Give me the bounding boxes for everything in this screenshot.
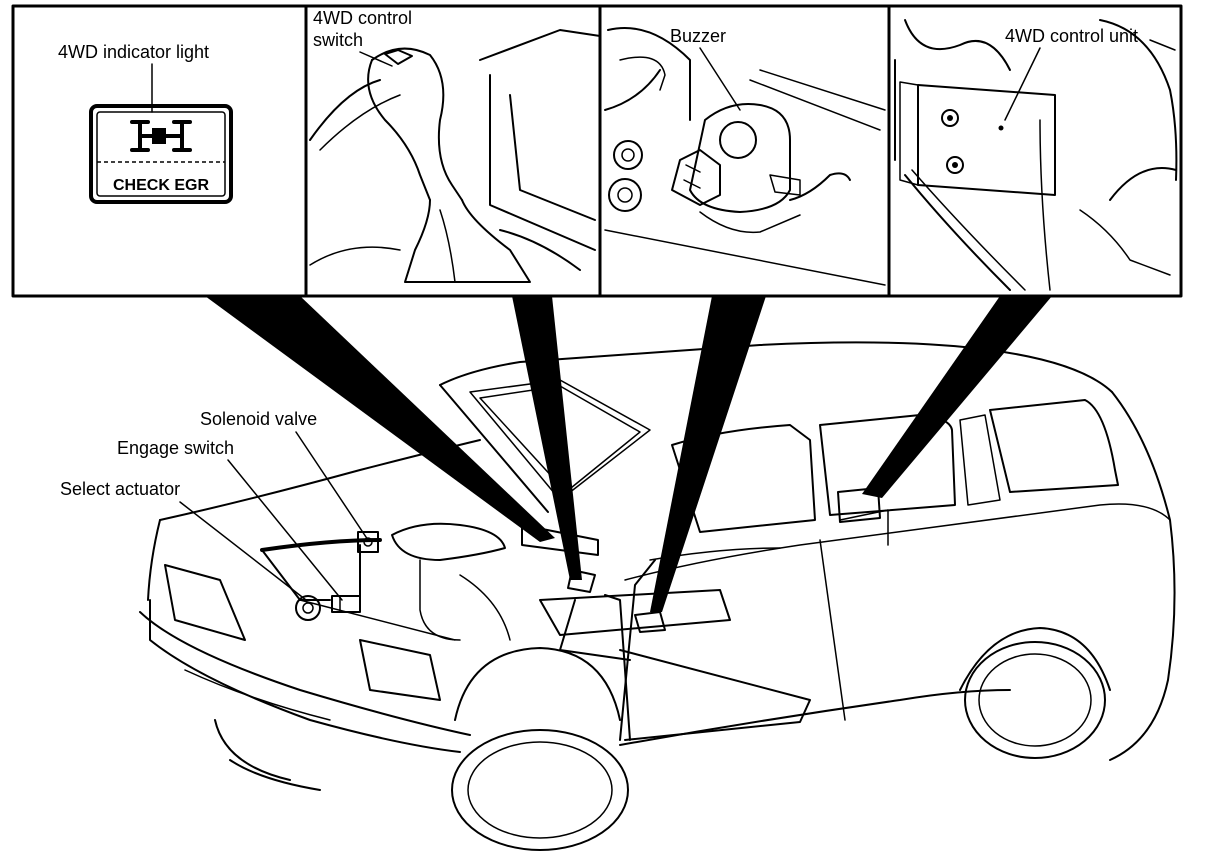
top-panel-strip bbox=[11, 4, 1183, 298]
callout-switch-wedge bbox=[512, 296, 582, 580]
panel-indicator-light: 4WD indicator light CHECK EGR bbox=[58, 42, 233, 204]
vehicle-labels: Solenoid valve Engage switch Select actu… bbox=[60, 409, 369, 601]
solenoid-valve-icon bbox=[357, 531, 379, 553]
control-switch-label-line1: 4WD control bbox=[313, 8, 412, 28]
solenoid-valve-label: Solenoid valve bbox=[200, 409, 317, 429]
callout-wedges bbox=[205, 296, 1052, 612]
callout-indicator-wedge bbox=[205, 296, 555, 542]
callout-buzzer-wedge bbox=[650, 296, 766, 612]
vehicle-outline bbox=[139, 341, 1176, 851]
indicator-light-badge: CHECK EGR bbox=[89, 104, 233, 204]
panel-buzzer: Buzzer bbox=[604, 26, 886, 286]
select-actuator-label: Select actuator bbox=[60, 479, 180, 499]
panel-control-unit: 4WD control unit bbox=[894, 19, 1178, 291]
indicator-light-label: 4WD indicator light bbox=[58, 42, 209, 62]
select-actuator-icon bbox=[295, 595, 321, 621]
callout-control-unit-wedge bbox=[862, 296, 1052, 498]
buzzer-label: Buzzer bbox=[670, 26, 726, 46]
panel-control-switch: 4WD control switch bbox=[309, 8, 601, 283]
4wd-drivetrain-icon bbox=[130, 120, 192, 152]
engage-switch-label: Engage switch bbox=[117, 438, 234, 458]
control-unit-label: 4WD control unit bbox=[1005, 26, 1138, 46]
check-egr-text: CHECK EGR bbox=[113, 177, 209, 194]
control-switch-label-line2: switch bbox=[313, 30, 363, 50]
